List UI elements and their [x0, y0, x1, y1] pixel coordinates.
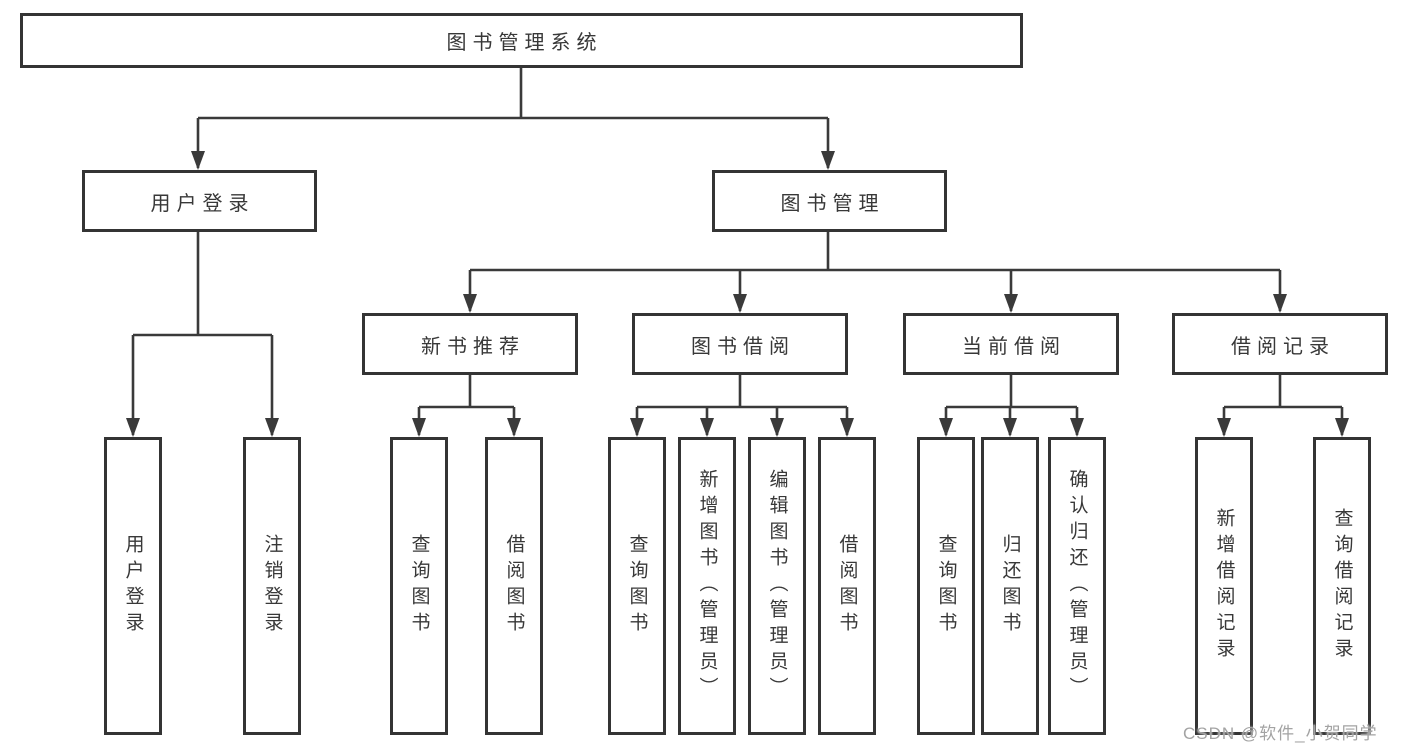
leaf-query-books-recommend-label: 查询图书	[408, 534, 430, 638]
node-new-book-recommend: 新书推荐	[362, 313, 578, 375]
leaf-logout-label: 注销登录	[261, 534, 283, 638]
leaf-add-borrow-record: 新增借阅记录	[1195, 437, 1253, 735]
node-book-management: 图书管理	[712, 170, 947, 232]
leaf-query-books-borrow: 查询图书	[608, 437, 666, 735]
leaf-return-books: 归还图书	[981, 437, 1039, 735]
leaf-confirm-return-admin-label: 确认归还（管理员）	[1066, 469, 1088, 703]
leaf-add-books-admin: 新增图书（管理员）	[678, 437, 736, 735]
leaf-query-books-borrow-label: 查询图书	[626, 534, 648, 638]
leaf-borrow-books-label: 借阅图书	[836, 534, 858, 638]
watermark-text: CSDN @软件_小贺同学	[1183, 724, 1378, 743]
node-borrow-records-label: 借阅记录	[1231, 335, 1335, 358]
node-new-book-recommend-label: 新书推荐	[421, 335, 525, 358]
leaf-query-borrow-record-label: 查询借阅记录	[1331, 508, 1353, 664]
node-root-label: 图书管理系统	[446, 32, 603, 54]
leaf-edit-books-admin-label: 编辑图书（管理员）	[766, 469, 788, 703]
leaf-query-books-recommend: 查询图书	[390, 437, 448, 735]
leaf-logout: 注销登录	[243, 437, 301, 735]
leaf-query-books-current: 查询图书	[917, 437, 975, 735]
node-user-login-label: 用户登录	[150, 192, 255, 215]
leaf-borrow-books: 借阅图书	[818, 437, 876, 735]
node-book-borrow: 图书借阅	[632, 313, 848, 375]
leaf-query-borrow-record: 查询借阅记录	[1313, 437, 1371, 735]
leaf-user-login-label: 用户登录	[122, 534, 144, 638]
node-borrow-records: 借阅记录	[1172, 313, 1388, 375]
leaf-user-login: 用户登录	[104, 437, 162, 735]
leaf-confirm-return-admin: 确认归还（管理员）	[1048, 437, 1106, 735]
node-user-login: 用户登录	[82, 170, 317, 232]
leaf-borrow-books-recommend: 借阅图书	[485, 437, 543, 735]
node-book-management-label: 图书管理	[780, 192, 885, 215]
leaf-edit-books-admin: 编辑图书（管理员）	[748, 437, 806, 735]
node-root: 图书管理系统	[20, 13, 1023, 68]
leaf-return-books-label: 归还图书	[999, 534, 1021, 638]
node-book-borrow-label: 图书借阅	[691, 335, 795, 358]
leaf-add-borrow-record-label: 新增借阅记录	[1213, 508, 1235, 664]
node-current-borrow-label: 当前借阅	[962, 335, 1066, 358]
node-current-borrow: 当前借阅	[903, 313, 1119, 375]
leaf-add-books-admin-label: 新增图书（管理员）	[696, 469, 718, 703]
leaf-query-books-current-label: 查询图书	[935, 534, 957, 638]
leaf-borrow-books-recommend-label: 借阅图书	[503, 534, 525, 638]
